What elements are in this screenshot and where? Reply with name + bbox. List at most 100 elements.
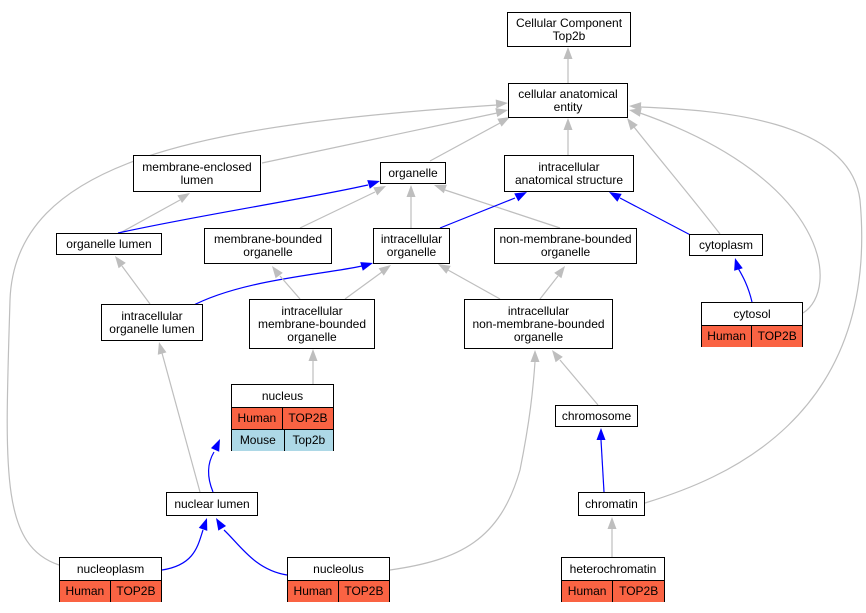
arrowhead xyxy=(434,184,447,194)
edge-chromatin-chromosome xyxy=(596,428,606,493)
edge-io-ias xyxy=(439,192,527,229)
node-intracellular-organelle-lumen[interactable]: intracellular organelle lumen xyxy=(101,304,203,341)
annotation-row: Human TOP2B xyxy=(702,326,803,347)
edge-imbo-io xyxy=(344,265,391,300)
node-cytoplasm[interactable]: cytoplasm xyxy=(689,234,763,256)
edge-mel-cae xyxy=(261,108,508,164)
edge-inmbo-io xyxy=(438,264,501,300)
node-organelle[interactable]: organelle xyxy=(380,162,446,184)
arrowhead xyxy=(406,185,416,197)
annotation-row: Human TOP2B xyxy=(232,408,334,430)
node-intracellular-non-membrane-bounded-organelle[interactable]: intracellular non-membrane-bounded organ… xyxy=(464,299,613,349)
species-cell: Human xyxy=(702,326,752,347)
node-nucleolus[interactable]: nucleolus Human TOP2B xyxy=(287,557,390,602)
arrowhead xyxy=(216,518,227,531)
edge-cytosol-cytoplasm xyxy=(734,258,753,303)
annotation-row: Human TOP2B xyxy=(288,581,390,602)
edge-iol-olumen xyxy=(115,256,151,305)
node-nucleoplasm[interactable]: nucleoplasm Human TOP2B xyxy=(59,557,162,602)
arrowhead xyxy=(563,118,573,130)
node-membrane-enclosed-lumen[interactable]: membrane-enclosed lumen xyxy=(133,155,261,192)
node-chromatin[interactable]: chromatin xyxy=(578,492,645,516)
node-heterochromatin[interactable]: heterochromatin Human TOP2B xyxy=(561,557,665,602)
arrowhead xyxy=(734,258,743,271)
edge-olumen-mel xyxy=(119,193,190,234)
node-intracellular-membrane-bounded-organelle[interactable]: intracellular membrane-bounded organelle xyxy=(249,299,375,349)
arrowhead xyxy=(609,192,622,202)
node-nuclear-lumen[interactable]: nuclear lumen xyxy=(166,492,258,516)
arrowhead xyxy=(629,107,642,117)
edge-nucleolus-inmbo xyxy=(389,350,540,571)
edge-ias-cae xyxy=(563,118,573,155)
node-intracellular-anatomical-structure[interactable]: intracellular anatomical structure xyxy=(504,155,634,192)
arrowhead xyxy=(530,350,540,362)
edge-imbo-mbo xyxy=(272,266,301,300)
gene-cell: TOP2B xyxy=(612,581,665,602)
edge-iol-io xyxy=(189,262,373,308)
edge-io-organelle xyxy=(406,185,416,228)
arrowhead xyxy=(627,118,638,131)
edge-cytoplasm-ias xyxy=(609,192,701,241)
arrowhead xyxy=(497,117,510,127)
arrowhead xyxy=(514,192,527,202)
node-label: nucleolus xyxy=(288,558,389,581)
annotation-row: Human TOP2B xyxy=(562,581,665,602)
edge-nucleolus-nuclear-lumen xyxy=(216,518,288,576)
edge-nuclear-lumen-iol xyxy=(157,342,201,493)
arrowhead xyxy=(272,266,283,279)
node-membrane-bounded-organelle[interactable]: membrane-bounded organelle xyxy=(204,228,332,264)
arrowhead xyxy=(495,99,508,109)
node-label: cytosol xyxy=(702,303,802,326)
edge-nuclear-lumen-nucleus xyxy=(208,439,220,493)
node-non-membrane-bounded-organelle[interactable]: non-membrane-bounded organelle xyxy=(494,228,637,264)
edge-organelle-cae xyxy=(429,117,510,162)
arrowhead xyxy=(552,350,563,363)
edge-chromosome-inmbo xyxy=(552,350,599,406)
edge-inmbo-nmbo xyxy=(539,266,565,300)
edge-olumen-organelle xyxy=(117,180,380,234)
node-nucleus[interactable]: nucleus Human TOP2B Mouse Top2b xyxy=(231,384,334,451)
arrowhead xyxy=(360,262,373,271)
edge-nucleus-imbo xyxy=(308,349,318,384)
node-organelle-lumen[interactable]: organelle lumen xyxy=(56,233,162,255)
species-cell: Human xyxy=(232,408,282,429)
arrowhead xyxy=(495,108,508,117)
node-cellular-anatomical-entity[interactable]: cellular anatomical entity xyxy=(508,83,628,118)
arrowhead xyxy=(157,342,167,355)
arrowhead xyxy=(438,264,451,274)
arrowhead xyxy=(308,349,318,361)
arrowhead xyxy=(563,47,573,59)
annotation-row: Mouse Top2b xyxy=(232,430,334,451)
gene-cell: Top2b xyxy=(283,430,334,451)
arrowhead xyxy=(367,180,380,189)
edge-nmbo-organelle xyxy=(434,184,561,229)
edge-chromatin-cae xyxy=(629,102,863,504)
node-cytosol[interactable]: cytosol Human TOP2B xyxy=(701,302,803,347)
edge-nucleoplasm-nuclear-lumen xyxy=(161,518,208,571)
gene-cell: TOP2B xyxy=(281,408,334,429)
arrowhead xyxy=(198,518,208,531)
node-intracellular-organelle[interactable]: intracellular organelle xyxy=(373,228,450,264)
edge-cytosol-cae xyxy=(629,107,821,314)
node-chromosome[interactable]: chromosome xyxy=(555,405,638,427)
node-label: heterochromatin xyxy=(562,558,664,581)
arrowhead xyxy=(554,266,565,279)
edge-heterochromatin-chromatin xyxy=(607,517,617,557)
species-cell: Human xyxy=(60,581,110,602)
node-label: nucleus xyxy=(232,385,333,408)
species-cell: Mouse xyxy=(232,430,284,451)
gene-cell: TOP2B xyxy=(109,581,162,602)
node-label: nucleoplasm xyxy=(60,558,161,581)
gene-cell: TOP2B xyxy=(337,581,390,602)
edge-cytoplasm-cae xyxy=(627,118,721,235)
edge-mbo-organelle xyxy=(299,186,386,229)
annotation-row: Human TOP2B xyxy=(60,581,162,602)
edge-nucleoplasm-cae xyxy=(6,99,508,566)
species-cell: Human xyxy=(288,581,338,602)
arrowhead xyxy=(210,439,220,452)
arrowhead xyxy=(177,193,190,204)
arrowhead xyxy=(373,186,386,196)
node-cellular-component-root[interactable]: Cellular Component Top2b xyxy=(507,12,631,47)
